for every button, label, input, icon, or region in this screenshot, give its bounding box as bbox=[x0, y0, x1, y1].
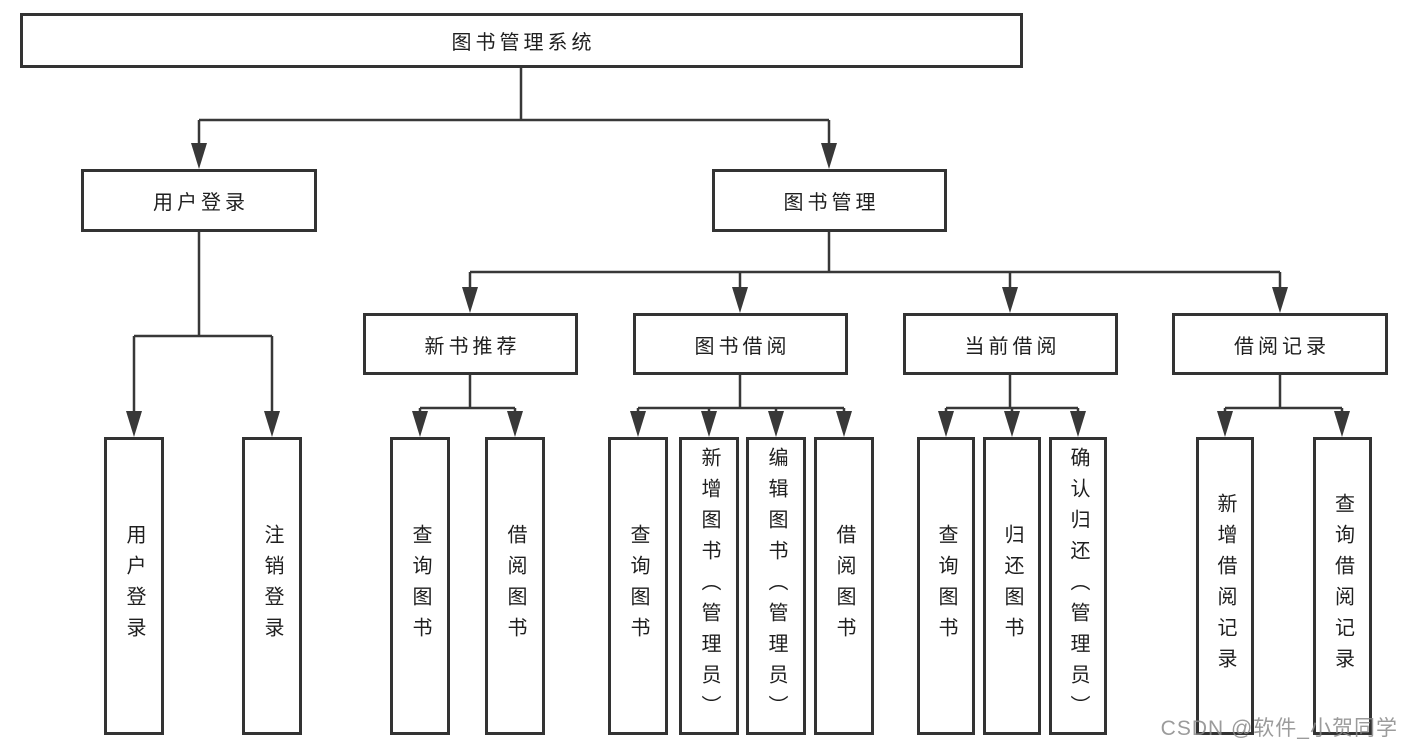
leaf-edit-books-admin: 编辑图书（管理员） bbox=[746, 437, 806, 735]
arrow-down-icon bbox=[1002, 287, 1018, 313]
node-borrow-records: 借阅记录 bbox=[1172, 313, 1388, 375]
arrow-down-icon bbox=[938, 411, 954, 437]
leaf-label: 查询图书 bbox=[627, 524, 649, 648]
leaf-return-books: 归还图书 bbox=[983, 437, 1041, 735]
arrow-down-icon bbox=[768, 411, 784, 437]
arrow-down-icon bbox=[821, 143, 837, 169]
arrow-down-icon bbox=[732, 287, 748, 313]
arrow-down-icon bbox=[701, 411, 717, 437]
leaf-label: 新增借阅记录 bbox=[1214, 493, 1236, 679]
node-book-borrow: 图书借阅 bbox=[633, 313, 848, 375]
arrow-down-icon bbox=[1070, 411, 1086, 437]
leaf-label: 查询图书 bbox=[409, 524, 431, 648]
csdn-watermark: CSDN @软件_小贺同学 bbox=[1160, 717, 1398, 740]
leaf-label: 用户登录 bbox=[123, 524, 145, 648]
arrow-down-icon bbox=[126, 411, 142, 437]
leaf-label: 查询图书 bbox=[935, 524, 957, 648]
leaf-label: 归还图书 bbox=[1001, 524, 1023, 648]
arrow-down-icon bbox=[462, 287, 478, 313]
arrow-down-icon bbox=[1272, 287, 1288, 313]
leaf-query-books: 查询图书 bbox=[608, 437, 668, 735]
arrow-down-icon bbox=[1217, 411, 1233, 437]
leaf-add-books-admin: 新增图书（管理员） bbox=[679, 437, 739, 735]
leaf-borrow-books: 借阅图书 bbox=[814, 437, 874, 735]
arrow-down-icon bbox=[630, 411, 646, 437]
node-new-book-recommend: 新书推荐 bbox=[363, 313, 578, 375]
arrow-down-icon bbox=[1004, 411, 1020, 437]
arrow-down-icon bbox=[264, 411, 280, 437]
node-book-management: 图书管理 bbox=[712, 169, 947, 232]
arrow-down-icon bbox=[507, 411, 523, 437]
leaf-label: 借阅图书 bbox=[504, 524, 526, 648]
leaf-query-books-current: 查询图书 bbox=[917, 437, 975, 735]
arrow-down-icon bbox=[836, 411, 852, 437]
leaf-query-books-recommend: 查询图书 bbox=[390, 437, 450, 735]
leaf-confirm-return-admin: 确认归还（管理员） bbox=[1049, 437, 1107, 735]
leaf-label: 查询借阅记录 bbox=[1331, 493, 1354, 679]
leaf-label: 确认归还（管理员） bbox=[1067, 446, 1089, 726]
leaf-label: 借阅图书 bbox=[833, 524, 855, 648]
leaf-user-login: 用户登录 bbox=[104, 437, 164, 735]
node-root: 图书管理系统 bbox=[20, 13, 1023, 68]
leaf-query-borrow-record: 查询借阅记录 bbox=[1313, 437, 1372, 735]
arrow-down-icon bbox=[1334, 411, 1350, 437]
arrow-down-icon bbox=[191, 143, 207, 169]
leaf-borrow-books-recommend: 借阅图书 bbox=[485, 437, 545, 735]
node-current-borrow: 当前借阅 bbox=[903, 313, 1118, 375]
leaf-add-borrow-record: 新增借阅记录 bbox=[1196, 437, 1254, 735]
leaf-label: 编辑图书（管理员） bbox=[765, 446, 787, 726]
leaf-logout: 注销登录 bbox=[242, 437, 302, 735]
node-user-login: 用户登录 bbox=[81, 169, 317, 232]
connector-lines bbox=[132, 68, 1344, 432]
arrow-down-icon bbox=[412, 411, 428, 437]
leaf-label: 注销登录 bbox=[261, 524, 283, 648]
leaf-label: 新增图书（管理员） bbox=[698, 446, 720, 726]
